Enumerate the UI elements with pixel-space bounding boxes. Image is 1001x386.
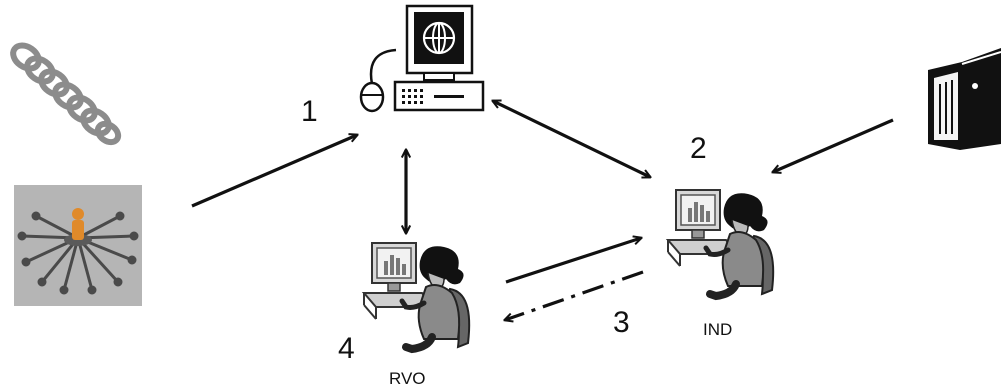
arrow-computer-ind-bidirectional	[493, 101, 650, 177]
document-folder-icon	[928, 48, 1001, 150]
arrow-ind-to-rvo-dashed	[505, 270, 644, 320]
step-1-label: 1	[301, 95, 318, 128]
arrow-rvo-to-ind	[505, 238, 641, 284]
arrow-left-to-computer	[191, 135, 357, 208]
step-2-label: 2	[690, 132, 707, 165]
rvo-label: RVO	[389, 369, 426, 386]
ind-label: IND	[703, 320, 732, 339]
person-at-computer-icon	[668, 190, 773, 296]
step-4-label: 4	[338, 332, 355, 365]
network-person-icon	[14, 185, 142, 306]
chain-links-icon	[10, 42, 122, 146]
step-3-label: 3	[613, 306, 630, 339]
desktop-computer-icon	[359, 4, 485, 113]
person-at-computer-icon	[364, 243, 469, 349]
arrow-folder-to-ind	[773, 118, 894, 172]
